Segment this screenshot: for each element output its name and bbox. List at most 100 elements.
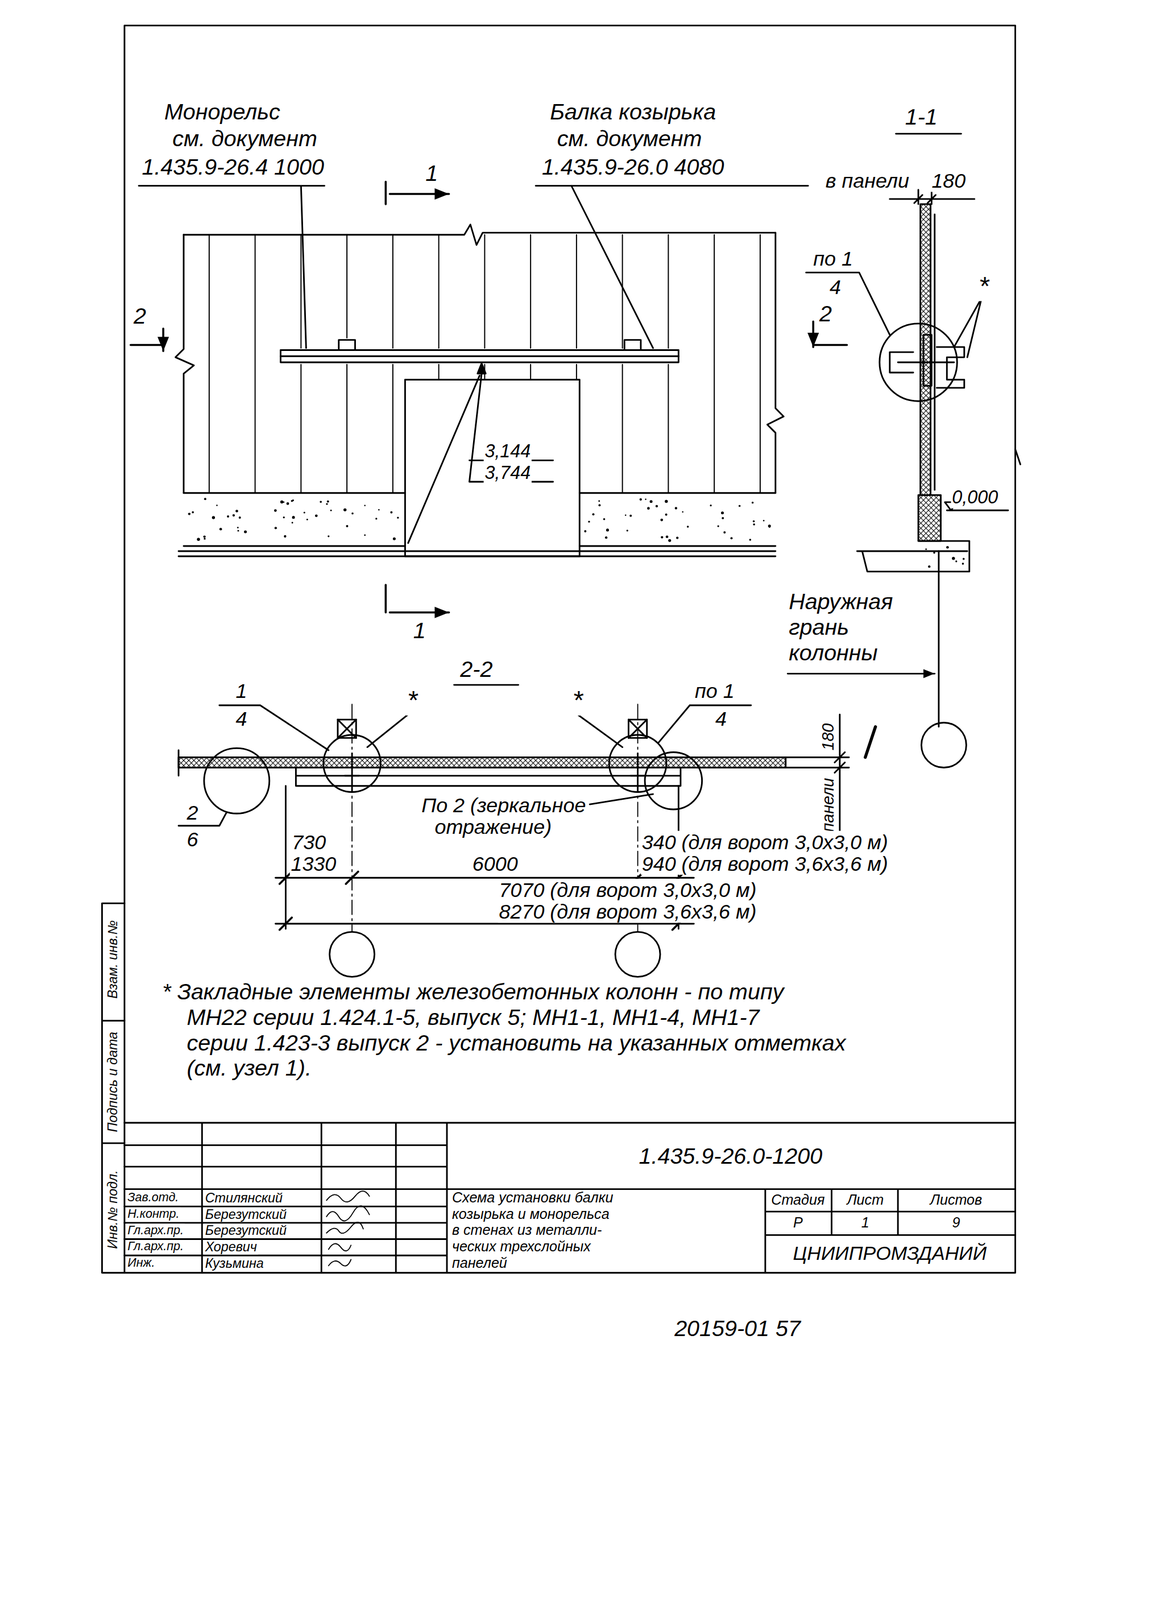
concrete-dots	[330, 509, 333, 512]
concrete-dots	[629, 514, 632, 517]
concrete-dots	[665, 535, 669, 538]
archive-number: 20159-01 57	[673, 1316, 802, 1341]
callout-text: Монорельс	[163, 100, 281, 125]
concrete-dots	[720, 511, 724, 515]
title-cell: Н.контр.	[126, 1207, 181, 1221]
section-1-1	[787, 672, 935, 675]
title-text: козырька и монорельса	[450, 1206, 611, 1222]
callout-number: 4	[714, 707, 728, 730]
callout-text: см. документ	[171, 126, 318, 152]
title-cell: Р	[792, 1214, 804, 1231]
concrete-dots	[343, 508, 347, 512]
concrete-dots	[639, 498, 642, 501]
stamp-field: Подпись и дата	[105, 1030, 121, 1133]
asterisk-mark: *	[405, 685, 419, 715]
callout-text: 1.435.9-26.0 4080	[540, 155, 725, 180]
concrete-dots	[763, 519, 765, 522]
title-cell: Березутский	[204, 1207, 288, 1222]
dimension: 940 (для ворот 3,6х3,6 м)	[640, 851, 890, 874]
concrete-dots	[749, 538, 752, 541]
stamp-field: Инв.№ подл.	[105, 1169, 121, 1250]
callout-number: 4	[828, 275, 843, 298]
dimension: 6000	[471, 851, 519, 874]
callout-text: грань	[787, 615, 850, 640]
concrete-dots	[274, 508, 277, 512]
plan-2-2	[589, 793, 653, 805]
callout-text: Балка козырька	[548, 100, 718, 125]
concrete-dots	[626, 529, 629, 532]
title-cell: Кузьмина	[204, 1256, 265, 1271]
concrete-dots	[751, 501, 754, 504]
concrete-dots	[204, 497, 207, 500]
title-cell: Инж.	[126, 1256, 157, 1270]
dimension: 1330	[289, 851, 338, 874]
title-cell: 9	[951, 1214, 962, 1231]
wall-elevation	[404, 379, 580, 557]
sheet-frame	[1015, 449, 1021, 465]
wall-elevation	[175, 234, 194, 493]
plan-2-2	[657, 705, 751, 743]
dimension: 730	[290, 830, 327, 853]
section-1-1	[923, 334, 932, 387]
concrete-dots	[721, 516, 724, 520]
section-1-1	[806, 272, 890, 335]
concrete-dots	[647, 506, 650, 510]
dimension: 340 (для ворот 3,0х3,0 м)	[640, 830, 890, 853]
concrete-dots	[226, 515, 230, 518]
plan-2-2	[367, 714, 623, 747]
plan-2-2	[219, 705, 329, 750]
concrete-dots	[664, 499, 668, 503]
concrete-dots	[946, 545, 950, 549]
concrete-dots	[243, 529, 247, 533]
concrete-dots	[283, 516, 285, 519]
wall-elevation	[280, 355, 679, 358]
concrete-dots	[730, 536, 733, 540]
concrete-dots	[363, 504, 366, 507]
concrete-dots	[237, 529, 240, 532]
title-cell: Стадия	[769, 1192, 826, 1209]
concrete-dots	[286, 502, 290, 505]
concrete-dots	[583, 529, 587, 533]
organization-name: ЦНИИПРОМЗДАНИЙ	[792, 1243, 988, 1265]
section-1-1	[938, 550, 940, 727]
concrete-dots	[624, 514, 627, 517]
section-1-1	[787, 133, 1009, 768]
note-text: * Закладные элементы железобетонных коло…	[161, 979, 786, 1005]
concrete-dots	[587, 520, 590, 523]
wall-elevation	[535, 185, 808, 348]
wall-elevation	[338, 340, 356, 351]
asterisk-mark: *	[977, 271, 990, 301]
concrete-dots	[378, 508, 380, 511]
title-cell: Листов	[929, 1192, 984, 1209]
concrete-dots	[768, 524, 772, 528]
concrete-dots	[660, 535, 663, 538]
concrete-dots	[925, 548, 927, 550]
elevation-mark: 3,744	[483, 463, 532, 484]
section-marks	[130, 181, 848, 612]
concrete-dots	[674, 506, 678, 509]
section-1-1	[921, 722, 967, 768]
concrete-dots	[188, 497, 965, 568]
section-mark: 2	[132, 304, 148, 329]
callout-text: см. документ	[556, 126, 703, 152]
dimension: 7070 (для ворот 3,0х3,0 м)	[498, 878, 758, 901]
concrete-dots	[665, 513, 668, 516]
concrete-dots	[738, 504, 741, 508]
section-marks	[130, 328, 164, 351]
concrete-dots	[319, 500, 322, 504]
wall-elevation	[183, 224, 776, 246]
concrete-dots	[327, 535, 330, 537]
concrete-dots	[274, 526, 277, 529]
callout-number: 6	[185, 827, 200, 850]
concrete-dots	[235, 509, 239, 513]
concrete-dots	[315, 514, 318, 517]
concrete-dots	[668, 539, 671, 542]
dimension: 8270 (для ворот 3,6х3,6 м)	[498, 900, 758, 923]
section-1-1	[918, 494, 941, 541]
concrete-dots	[351, 512, 354, 515]
wall-elevation	[624, 340, 641, 351]
callout-text: колонны	[787, 640, 879, 666]
wall-elevation	[408, 373, 554, 544]
elevation-mark: 0,000	[950, 487, 999, 509]
